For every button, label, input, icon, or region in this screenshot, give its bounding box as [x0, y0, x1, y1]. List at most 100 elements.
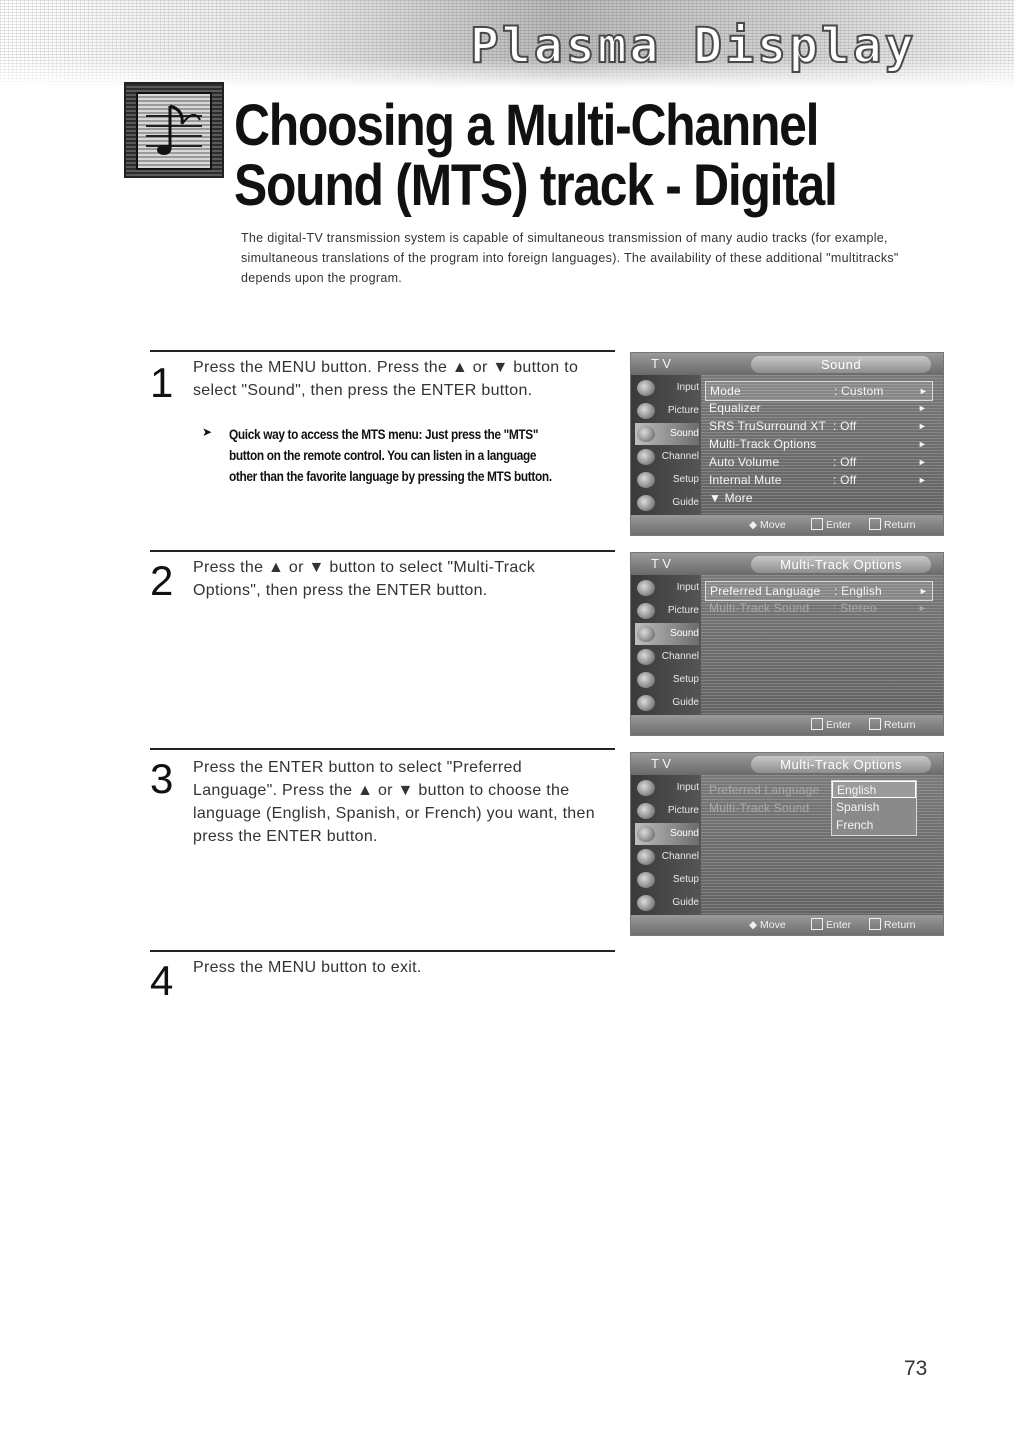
page-title: Choosing a Multi-Channel Sound (MTS) tra… [234, 93, 838, 218]
osd-footer-return: Return [869, 915, 916, 935]
osd-item-value: : English [834, 584, 882, 598]
osd-menu-list: Mode: Custom► Equalizer► SRS TruSurround… [703, 377, 935, 513]
step-1-text: Press the MENU button. Press the ▲ or ▼ … [193, 359, 579, 399]
step-1-rule [150, 350, 615, 352]
osd-menu-item-equalizer[interactable]: Equalizer► [705, 399, 931, 417]
step-2-text: Press the ▲ or ▼ button to select "Multi… [193, 559, 536, 599]
step-3-text: Press the ENTER button to select "Prefer… [193, 759, 595, 845]
language-option-french[interactable]: French [836, 818, 874, 832]
osd-header: T V Sound [631, 353, 943, 375]
osd-screen-sound: T V Sound Input Picture Sound Channel Se… [630, 352, 944, 536]
osd-sidebar-item-picture[interactable]: Picture [635, 600, 699, 622]
footer-enter-label: Enter [826, 919, 852, 931]
osd-sidebar-item-channel[interactable]: Channel [635, 846, 699, 868]
osd-sidebar-label: Channel [661, 451, 699, 462]
osd-sidebar-item-guide[interactable]: Guide [635, 892, 699, 914]
osd-menu-item-multi-track-sound[interactable]: Multi-Track Sound: Stereo► [705, 599, 931, 617]
input-icon [637, 380, 655, 396]
osd-menu-item-internal-mute[interactable]: Internal Mute: Off► [705, 471, 931, 489]
step-1-tip: Quick way to access the MTS menu: Just p… [229, 427, 552, 484]
osd-item-value: : Stereo [833, 601, 877, 615]
osd-sidebar: Input Picture Sound Channel Setup Guide [631, 575, 701, 715]
osd-sidebar-item-channel[interactable]: Channel [635, 446, 699, 468]
osd-sidebar-label: Setup [672, 474, 699, 485]
osd-menu-item-multi-track[interactable]: Multi-Track Options► [705, 435, 931, 453]
osd-sidebar-item-setup[interactable]: Setup [635, 869, 699, 891]
osd-menu-item-multi-track-sound[interactable]: Multi-Track Sound [705, 799, 931, 817]
language-option-spanish[interactable]: Spanish [836, 800, 880, 814]
osd-sidebar-item-input[interactable]: Input [635, 777, 699, 799]
osd-sidebar-label: Setup [672, 674, 699, 685]
osd-menu-item-more[interactable]: ▼ More [705, 489, 931, 507]
osd-item-label: ▼ More [709, 491, 753, 505]
right-arrow-icon: ► [918, 386, 928, 396]
osd-footer-return: Return [869, 715, 916, 735]
osd-item-label: Mode [710, 384, 741, 398]
guide-icon [637, 695, 655, 711]
enter-key-icon [811, 518, 823, 530]
language-option-english[interactable]: English [832, 781, 916, 798]
osd-menu-item-auto-volume[interactable]: Auto Volume: Off► [705, 453, 931, 471]
osd-sidebar-label: Guide [672, 497, 699, 508]
page-title-line2: Sound (MTS) track - Digital [234, 153, 838, 218]
osd-sidebar-item-sound[interactable]: Sound [635, 623, 699, 645]
osd-footer: ◆ Move Enter Return [631, 915, 943, 935]
channel-icon [637, 649, 655, 665]
osd-sidebar-label: Sound [670, 428, 699, 439]
osd-tv-label: T V [651, 556, 671, 571]
language-dropdown[interactable]: English Spanish French [831, 780, 917, 836]
osd-menu-item-mode[interactable]: Mode: Custom► [705, 381, 933, 401]
osd-sidebar-item-setup[interactable]: Setup [635, 669, 699, 691]
osd-header: T V Multi-Track Options [631, 753, 943, 775]
osd-menu-list: Preferred Language: English► Multi-Track… [703, 577, 935, 713]
step-3-number: 3 [150, 755, 174, 802]
osd-sidebar: Input Picture Sound Channel Setup Guide [631, 775, 701, 915]
osd-menu-item-preferred-language[interactable]: Preferred Language: English► [705, 581, 933, 601]
picture-icon [637, 603, 655, 619]
osd-item-label: Auto Volume [709, 455, 780, 469]
osd-sidebar-item-sound[interactable]: Sound [635, 823, 699, 845]
osd-sidebar-item-input[interactable]: Input [635, 377, 699, 399]
footer-move-label: Move [760, 919, 786, 931]
osd-menu-title: Multi-Track Options [751, 556, 931, 573]
footer-enter-label: Enter [826, 519, 852, 531]
osd-sidebar-item-guide[interactable]: Guide [635, 492, 699, 514]
osd-menu-title: Sound [751, 356, 931, 373]
osd-menu-list: Preferred Language Multi-Track Sound [703, 777, 935, 913]
sound-section-logo [124, 82, 224, 178]
picture-icon [637, 403, 655, 419]
osd-item-value: : Off [833, 419, 857, 433]
right-arrow-icon: ► [918, 586, 928, 596]
osd-sidebar-item-channel[interactable]: Channel [635, 646, 699, 668]
setup-icon [637, 872, 655, 888]
step-4-rule [150, 950, 615, 952]
osd-menu-item-preferred-language[interactable]: Preferred Language [705, 781, 931, 799]
osd-sidebar-label: Guide [672, 697, 699, 708]
osd-item-label: Multi-Track Options [709, 437, 817, 451]
osd-sidebar-label: Picture [667, 805, 699, 816]
osd-sidebar-item-guide[interactable]: Guide [635, 692, 699, 714]
footer-return-label: Return [884, 919, 916, 931]
music-note-icon [136, 92, 212, 170]
osd-sidebar-item-picture[interactable]: Picture [635, 800, 699, 822]
osd-screen-multi-track: T V Multi-Track Options Input Picture So… [630, 552, 944, 736]
osd-sidebar-label: Picture [667, 405, 699, 416]
osd-sidebar-item-input[interactable]: Input [635, 577, 699, 599]
return-key-icon [869, 518, 881, 530]
osd-footer-move: ◆ Move [749, 919, 786, 931]
osd-sidebar-item-setup[interactable]: Setup [635, 469, 699, 491]
osd-footer-return: Return [869, 515, 916, 535]
osd-menu-item-srs[interactable]: SRS TruSurround XT: Off► [705, 417, 931, 435]
footer-enter-label: Enter [826, 719, 852, 731]
sound-icon [637, 426, 655, 442]
osd-item-label: Equalizer [709, 401, 761, 415]
return-key-icon [869, 918, 881, 930]
page-title-line1: Choosing a Multi-Channel [234, 93, 819, 158]
osd-footer-enter: Enter [811, 915, 851, 935]
osd-menu-title: Multi-Track Options [751, 756, 931, 773]
step-1-number: 1 [150, 359, 174, 406]
sound-icon [637, 826, 655, 842]
osd-sidebar-item-sound[interactable]: Sound [635, 423, 699, 445]
osd-sidebar-item-picture[interactable]: Picture [635, 400, 699, 422]
guide-icon [637, 895, 655, 911]
